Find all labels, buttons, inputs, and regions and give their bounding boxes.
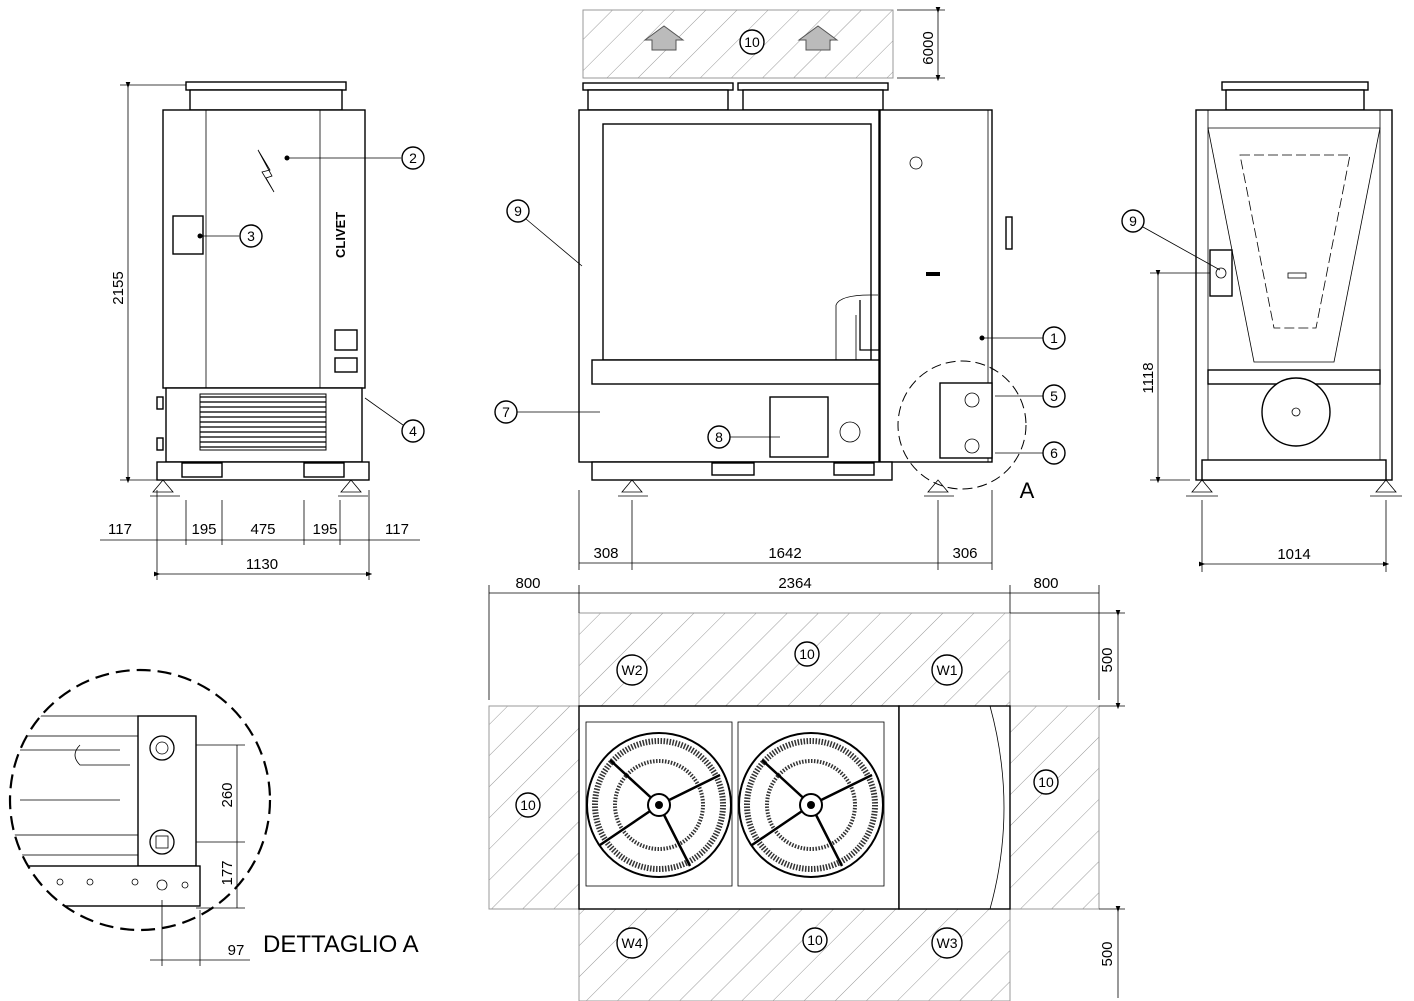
dim-detail-177: 177: [219, 860, 236, 885]
compressor: [1261, 377, 1331, 447]
callout-2: 2: [409, 150, 417, 166]
dim-front-475: 475: [250, 521, 275, 538]
dim-front-195-right: 195: [312, 521, 337, 538]
airflow-arrow-icon: [797, 25, 839, 51]
dim-side-306: 306: [952, 545, 977, 562]
front-dimensions: 2155 117 195 475 195 117 1130: [100, 81, 420, 580]
dim-plan-800-right: 800: [1033, 575, 1058, 592]
dim-front-117-left: 117: [108, 521, 132, 538]
side-view: A: [578, 82, 1035, 503]
detail-a-circle: [897, 360, 1027, 490]
pump-unit: [769, 396, 829, 458]
callout-9-side: 9: [514, 203, 522, 219]
zone-w4: W4: [622, 935, 643, 951]
callout-7: 7: [502, 404, 510, 420]
dim-plan-800-left: 800: [515, 575, 540, 592]
dim-top-clearance-6000: 6000: [920, 31, 937, 64]
zone-w1: W1: [937, 662, 958, 678]
clearance-right: [1009, 705, 1100, 910]
end-view: [1186, 81, 1402, 497]
dim-detail-97: 97: [228, 942, 245, 959]
vent-grille: [199, 393, 327, 451]
zone-w2: W2: [622, 662, 643, 678]
callout-8: 8: [715, 429, 723, 445]
dim-plan-500-top: 500: [1099, 647, 1116, 672]
dim-detail-260: 260: [219, 782, 236, 807]
callout-4: 4: [409, 423, 417, 439]
zone-plan-bottom: 10: [807, 932, 823, 948]
zone-top-clearance: 10: [744, 34, 760, 50]
plan-dimensions: 800 2364 800 500 500: [488, 575, 1125, 998]
callout-6: 6: [1050, 445, 1058, 461]
fan-right-icon: [738, 732, 884, 878]
zone-w3: W3: [937, 935, 958, 951]
detail-marker: A: [1020, 478, 1035, 503]
callout-1: 1: [1050, 330, 1058, 346]
compressor-section: [898, 705, 1011, 910]
dim-front-195-left: 195: [191, 521, 216, 538]
dim-front-117-right: 117: [385, 521, 409, 538]
airflow-arrow-icon: [643, 25, 685, 51]
dim-plan-2364: 2364: [778, 575, 811, 592]
detail-a-view: 260 177 97 DETTAGLIO A: [8, 668, 419, 966]
zone-plan-top: 10: [799, 646, 815, 662]
side-dimensions: 308 1642 306: [578, 490, 993, 570]
lightning-icon: [257, 149, 275, 193]
brand-logo: CLIVET: [333, 212, 348, 258]
dim-side-308: 308: [593, 545, 618, 562]
dim-plan-500-bottom: 500: [1099, 941, 1116, 966]
dim-end-1118: 1118: [1140, 362, 1157, 393]
side-callouts: 9 7 8 1 5 6: [494, 199, 1066, 465]
callout-9-end: 9: [1129, 213, 1137, 229]
dim-front-width: 1130: [246, 556, 278, 573]
top-clearance-zone: 10 6000: [582, 6, 945, 82]
dim-end-1014: 1014: [1277, 546, 1310, 563]
end-dimensions: 1118 1014: [1140, 269, 1390, 572]
dim-side-1642: 1642: [768, 545, 801, 562]
fan-left-icon: [586, 732, 732, 878]
plan-view: 10 W2 W1 10 10 10 W4 W3: [488, 612, 1100, 1001]
front-callouts: 2 3 4: [197, 146, 425, 443]
end-callouts: 9: [1121, 209, 1221, 271]
warning-icon: [334, 329, 358, 351]
zone-plan-left: 10: [520, 797, 536, 813]
front-view: CLIVET: [150, 81, 370, 497]
condenser-coil: [602, 123, 872, 361]
v-coil: [1207, 127, 1381, 363]
callout-5: 5: [1050, 388, 1058, 404]
dim-front-height: 2155: [110, 271, 127, 304]
zone-plan-right: 10: [1038, 774, 1054, 790]
water-connection-plate: [137, 715, 197, 867]
detail-title: DETTAGLIO A: [263, 931, 419, 958]
callout-3: 3: [247, 228, 255, 244]
